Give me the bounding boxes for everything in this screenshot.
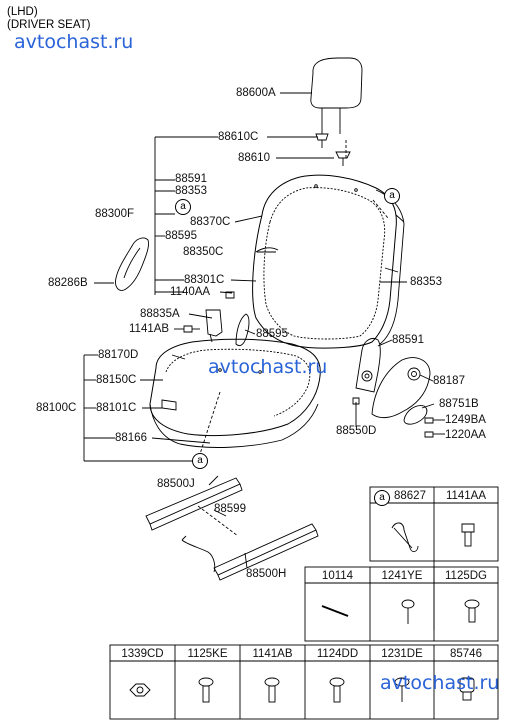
callout-a-back: a <box>384 188 400 204</box>
label-1220aa: 1220AA <box>445 429 486 441</box>
watermark-top: avtochast.ru <box>14 31 134 53</box>
table-cell-1125dg: 1125DG <box>445 570 487 582</box>
label-88500j: 88500J <box>157 478 195 490</box>
table-cell-1125ke: 1125KE <box>187 648 228 660</box>
label-88550d: 88550D <box>336 425 377 437</box>
label-88101c: 88101C <box>96 402 137 414</box>
label-1141ab: 1141AB <box>129 323 170 335</box>
label-1140aa: 1140AA <box>170 286 211 298</box>
table-cell-85746: 85746 <box>450 648 482 660</box>
table-cell-10114: 10114 <box>321 570 354 582</box>
label-88599: 88599 <box>214 503 246 515</box>
table-cell-1141ab: 1141AB <box>252 648 293 660</box>
table-cell-1231de: 1231DE <box>381 648 423 660</box>
callout-a-assy: a <box>175 199 191 215</box>
label-88353-board: 88353 <box>410 276 442 288</box>
label-1249ba: 1249BA <box>445 414 486 426</box>
table-cell-1124dd: 1124DD <box>316 648 359 660</box>
label-88591-recliner: 88591 <box>392 334 424 346</box>
label-88610c: 88610C <box>218 131 259 143</box>
table-cell-88627: 88627 <box>394 490 426 502</box>
label-88150c: 88150C <box>96 374 137 386</box>
label-88835a: 88835A <box>140 308 180 320</box>
label-88353-back: 88353 <box>175 185 207 197</box>
label-88300f: 88300F <box>95 208 135 220</box>
table-cell-1339cd: 1339CD <box>121 648 164 660</box>
label-88610: 88610 <box>238 152 270 164</box>
label-88166: 88166 <box>115 432 147 444</box>
label-88100c: 88100C <box>36 402 77 414</box>
label-88286b: 88286B <box>48 277 88 289</box>
header-driver-seat: (DRIVER SEAT) <box>7 19 91 31</box>
label-88350c: 88350C <box>183 246 224 258</box>
label-88301c: 88301C <box>184 274 225 286</box>
label-88751b: 88751B <box>439 398 479 410</box>
callout-a-table: a <box>374 490 390 506</box>
label-88370c: 88370C <box>190 216 231 228</box>
label-88595-hinge: 88595 <box>256 328 288 340</box>
table-cell-1241ye: 1241YE <box>381 570 423 582</box>
header-lhd: (LHD) <box>7 6 38 18</box>
label-88595-back: 88595 <box>165 230 197 242</box>
callout-a-cushion: a <box>192 453 208 469</box>
table-cell-1141aa: 1141AA <box>445 490 487 502</box>
label-88600a: 88600A <box>236 87 276 99</box>
watermark-middle: avtochast.ru <box>208 356 328 378</box>
label-88170d: 88170D <box>98 349 139 361</box>
label-88187: 88187 <box>433 375 465 387</box>
label-88591-back: 88591 <box>175 173 207 185</box>
label-88500h: 88500H <box>246 568 287 580</box>
watermark-bottom: avtochast.ru <box>380 672 500 694</box>
